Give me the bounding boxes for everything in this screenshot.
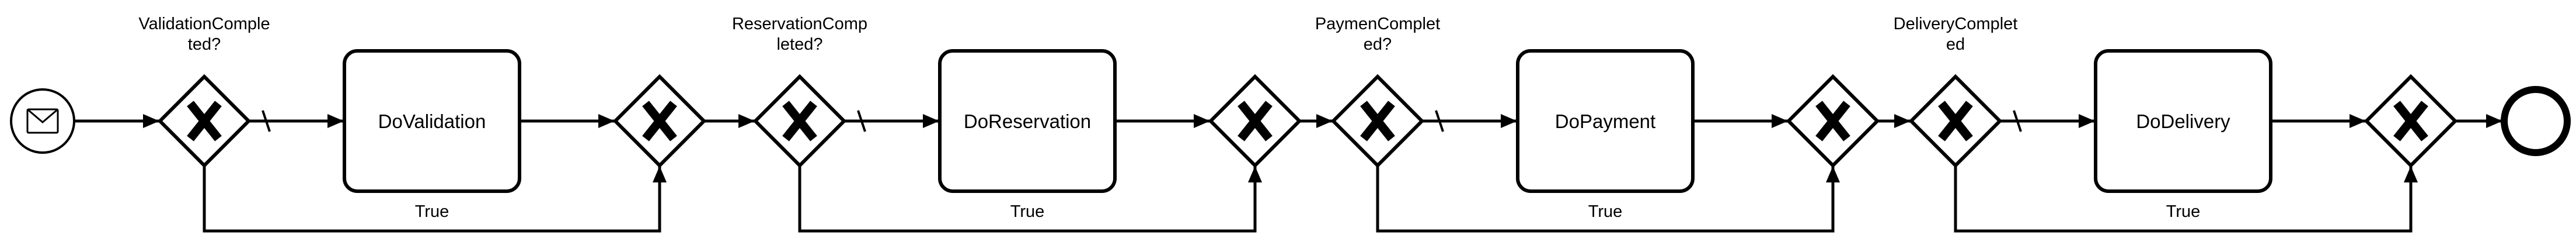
default-bypass-flow[interactable]	[1376, 165, 1840, 233]
flow-label: True	[2166, 202, 2201, 221]
gateway-question-label: ed?	[1364, 35, 1392, 54]
gateway-question-label: DeliveryComplet	[1894, 15, 2018, 33]
exclusive-x-icon	[2393, 101, 2428, 142]
default-bypass-flow[interactable]	[203, 165, 667, 233]
exclusive-x-icon	[187, 101, 222, 142]
gateway-question-label: ted?	[188, 35, 221, 54]
condition-slash-marker	[262, 110, 271, 132]
end-event-circle-icon[interactable]	[2501, 86, 2571, 156]
condition-slash-marker	[2013, 110, 2022, 132]
flow-label: True	[1588, 202, 1623, 221]
gateway-question-label: ed	[1946, 35, 1965, 54]
default-bypass-flow[interactable]	[798, 165, 1262, 233]
task-label: DoPayment	[1555, 111, 1655, 132]
exclusive-x-icon	[1360, 101, 1395, 142]
exclusive-x-icon	[1815, 101, 1850, 142]
condition-slash-marker	[1435, 110, 1444, 132]
exclusive-x-icon	[1938, 101, 1973, 142]
exclusive-x-icon	[782, 101, 817, 142]
envelope-flap	[27, 108, 58, 123]
task-label: DoValidation	[378, 111, 486, 132]
exclusive-x-icon	[1238, 101, 1273, 142]
gateway-question-label: ReservationComp	[732, 15, 867, 33]
gateway-question-label: ValidationComple	[138, 15, 270, 33]
task-label: DoDelivery	[2136, 111, 2230, 132]
flow-label: True	[415, 202, 449, 221]
flow-label: True	[1010, 202, 1045, 221]
condition-slash-marker	[857, 110, 866, 132]
gateway-question-label: leted?	[776, 35, 822, 54]
exclusive-x-icon	[642, 101, 677, 142]
gateway-question-label: PaymenComplet	[1315, 15, 1440, 33]
task-label: DoReservation	[964, 111, 1091, 132]
default-bypass-flow[interactable]	[1954, 165, 2418, 233]
